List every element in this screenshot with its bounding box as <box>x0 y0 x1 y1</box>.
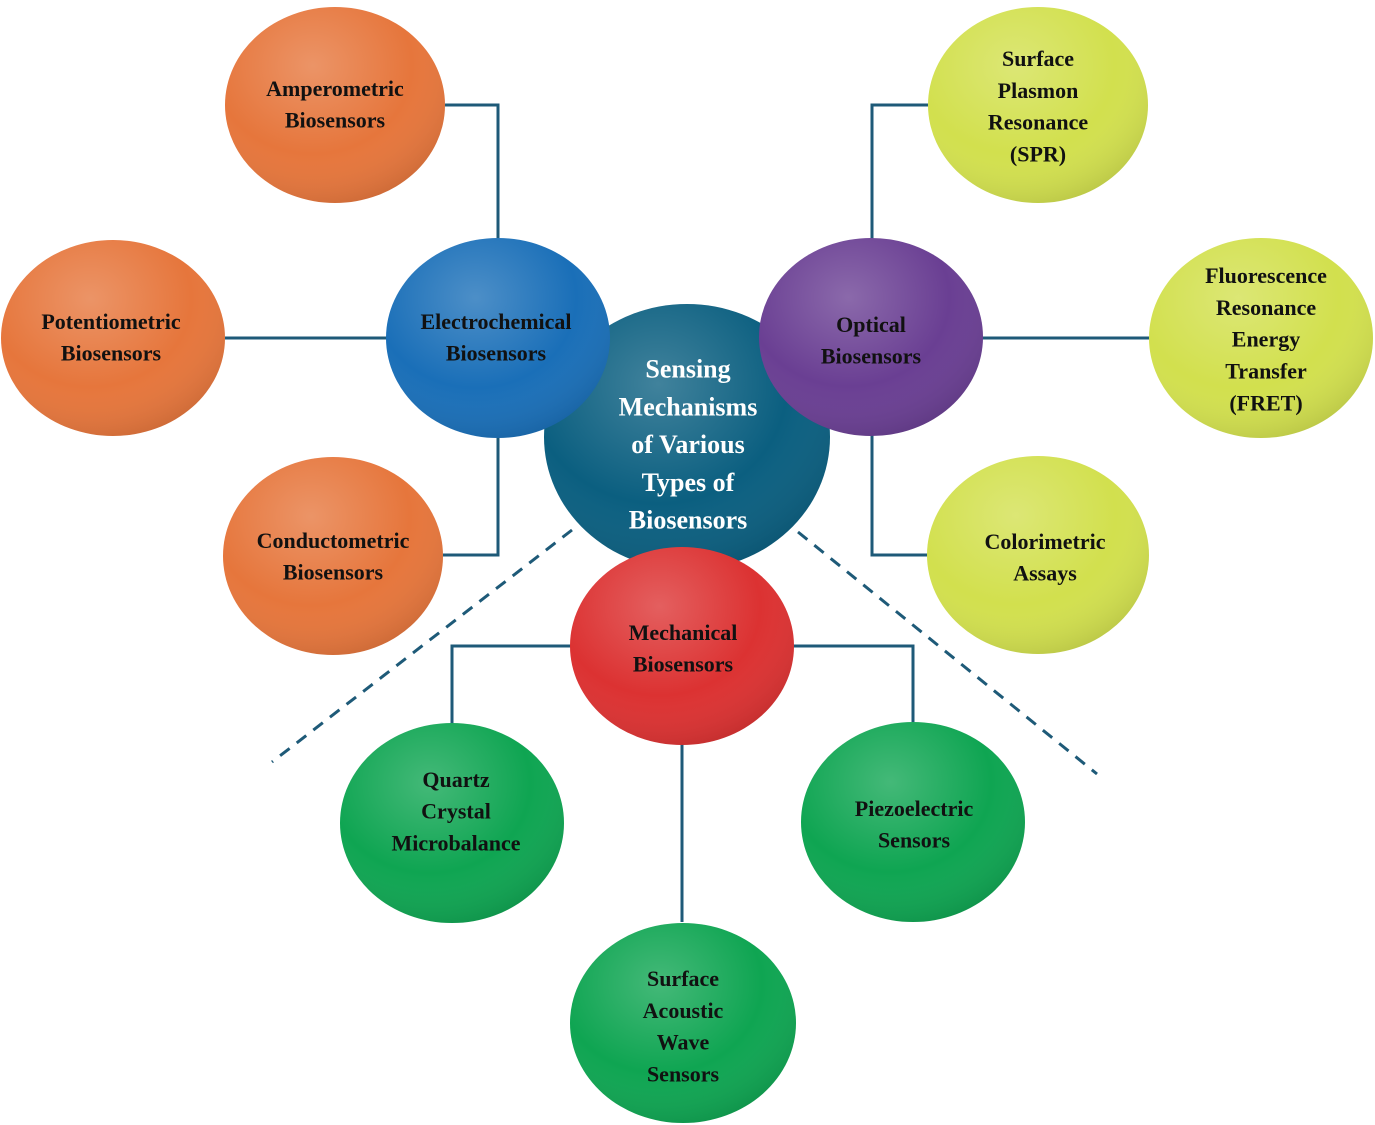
node-gloss <box>759 238 983 436</box>
connector-amperometric <box>445 103 500 238</box>
node-label-line: Conductometric <box>257 528 410 553</box>
connector-piezoelectric <box>792 644 915 722</box>
connectors <box>225 103 1152 922</box>
node-label-line: (FRET) <box>1229 391 1302 416</box>
node-label-line: Surface <box>1002 46 1074 71</box>
node-label-line: Transfer <box>1225 359 1307 384</box>
node-gloss <box>225 7 445 203</box>
node-gloss <box>1149 238 1373 438</box>
connector-qcm <box>450 644 572 724</box>
node-label-line: Sensors <box>647 1062 720 1087</box>
node-gloss <box>544 304 830 570</box>
node-label-line: Biosensors <box>821 344 922 369</box>
node-label-line: Resonance <box>1216 295 1316 320</box>
node-label-line: Optical <box>836 312 906 337</box>
node-label-line: Acoustic <box>643 998 724 1023</box>
node-label-line: Assays <box>1013 561 1077 586</box>
node-label-line: Plasmon <box>998 78 1079 103</box>
node-gloss <box>223 457 443 655</box>
node-label-line: Biosensors <box>446 341 547 366</box>
node-label-line: Biosensors <box>633 652 734 677</box>
node-label-line: Resonance <box>988 110 1088 135</box>
node-label-line: (SPR) <box>1010 142 1066 167</box>
dashed-divider-left <box>271 528 573 764</box>
node-label-line: Potentiometric <box>41 309 180 334</box>
node-gloss <box>340 723 564 923</box>
connector-colorimetric <box>870 435 928 557</box>
node-label-line: Types of <box>642 468 735 497</box>
node-label-line: Mechanisms <box>619 392 758 421</box>
node-label-line: Biosensors <box>283 560 384 585</box>
node-label-line: Sensors <box>878 828 951 853</box>
node-gloss <box>386 238 610 438</box>
node-label-line: Sensing <box>645 355 730 384</box>
node-label-line: Colorimetric <box>985 529 1106 554</box>
node-label-line: Quartz <box>422 767 489 792</box>
node-gloss <box>801 722 1025 922</box>
connector-conductometric <box>443 438 500 557</box>
node-gloss <box>570 547 794 745</box>
node-label-line: Wave <box>657 1030 710 1055</box>
node-label-line: Surface <box>647 966 719 991</box>
node-label-line: Mechanical <box>629 620 738 645</box>
node-label-line: Amperometric <box>266 76 404 101</box>
node-gloss <box>927 456 1149 654</box>
node-label-line: Microbalance <box>391 831 520 856</box>
node-gloss <box>570 923 796 1123</box>
node-label-line: Fluorescence <box>1205 263 1327 288</box>
node-label-line: Piezoelectric <box>855 796 974 821</box>
node-label-line: Biosensors <box>629 506 747 535</box>
node-label-line: Electrochemical <box>420 309 571 334</box>
connector-spr <box>870 103 928 240</box>
node-label-line: Biosensors <box>285 108 386 133</box>
node-label-line: Crystal <box>421 799 491 824</box>
dashed-divider-right <box>797 530 1098 776</box>
node-label-line: Energy <box>1232 327 1300 352</box>
node-label-line: Biosensors <box>61 341 162 366</box>
node-label-line: of Various <box>631 430 744 459</box>
node-gloss <box>928 7 1148 203</box>
node-gloss <box>1 240 225 436</box>
